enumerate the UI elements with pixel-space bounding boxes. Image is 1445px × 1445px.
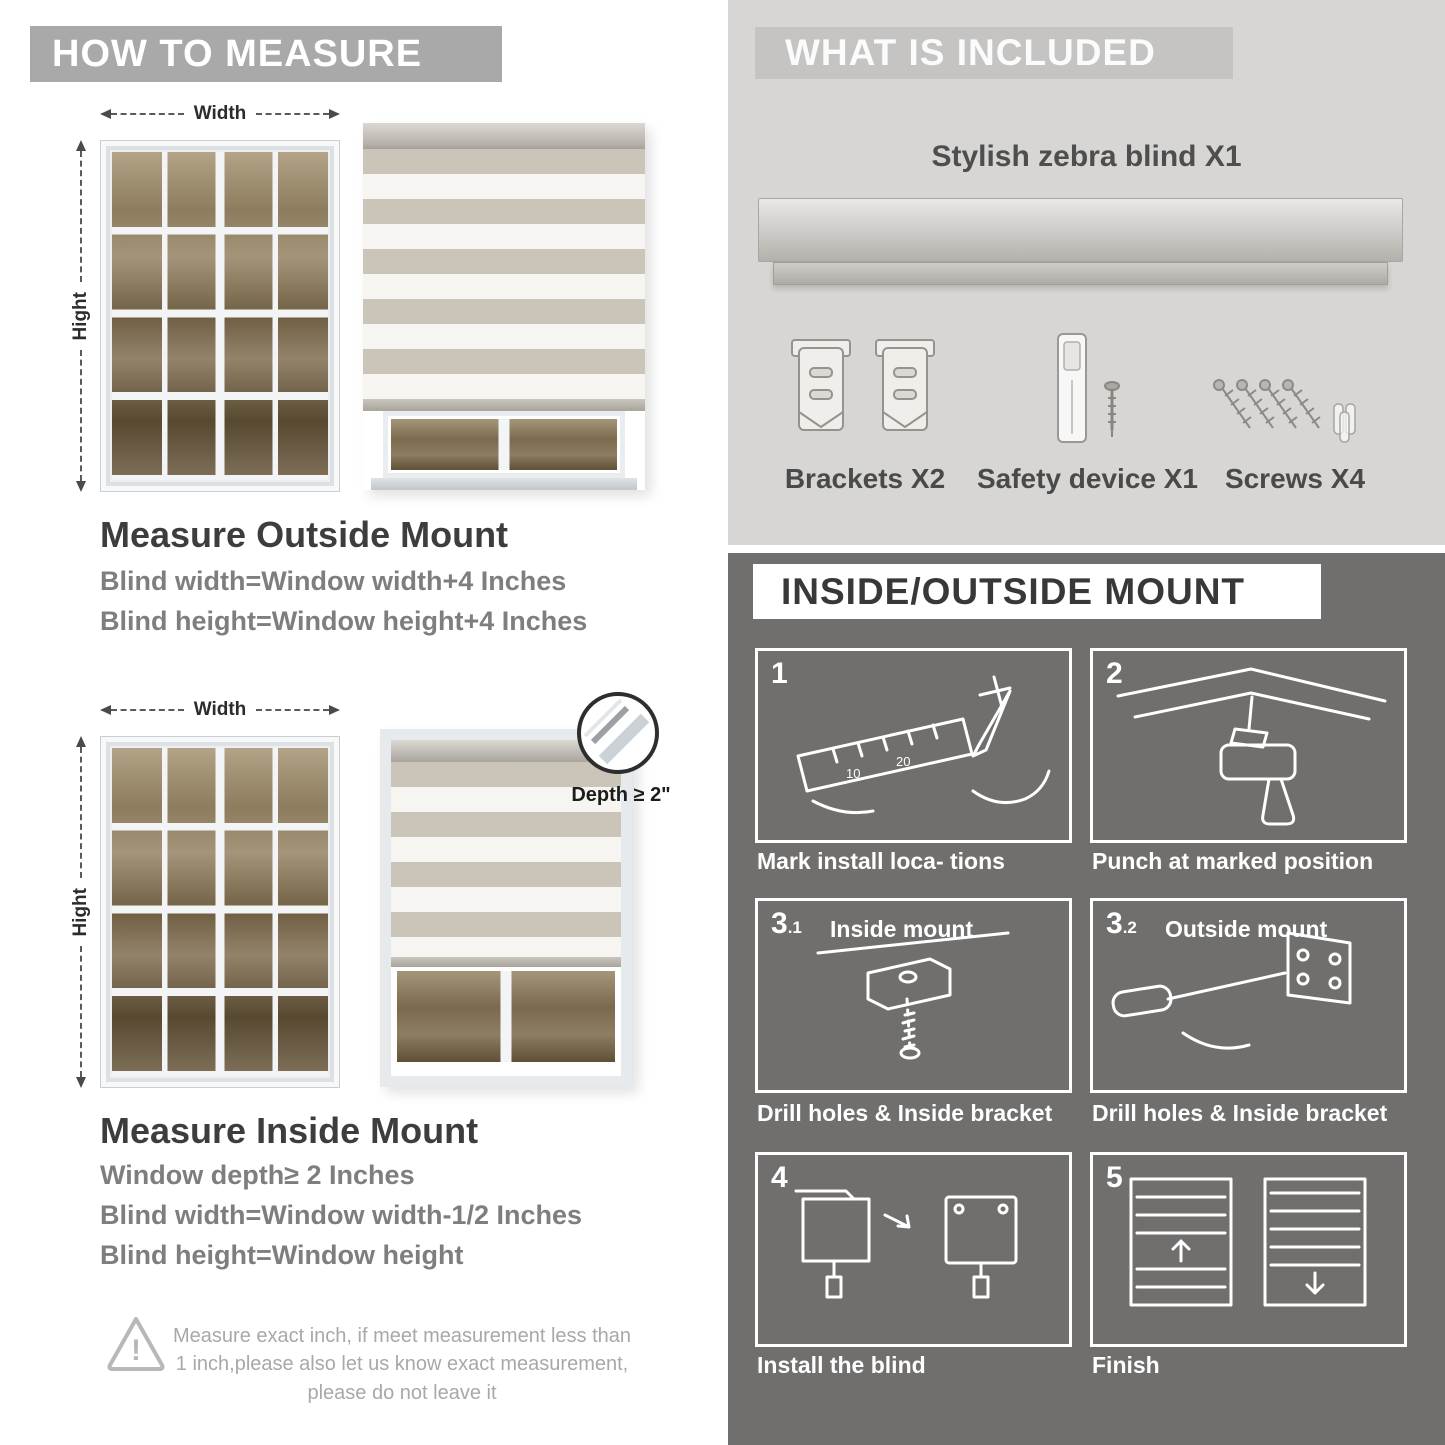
window-panes bbox=[112, 152, 328, 480]
screws-icon bbox=[1213, 379, 1356, 443]
how-to-measure-header: HOW TO MEASURE bbox=[30, 26, 502, 82]
step-number: 3.1 bbox=[771, 907, 802, 940]
zebra-blind-inside-illustration bbox=[380, 729, 632, 1087]
width-label: Width bbox=[193, 699, 247, 720]
outside-mount-title: Measure Outside Mount bbox=[100, 514, 509, 555]
install-blind-illustration bbox=[794, 1189, 1018, 1299]
safety-device-icon bbox=[1057, 333, 1120, 443]
inside-mount-title: Measure Inside Mount bbox=[100, 1110, 479, 1151]
arrow-up-icon bbox=[76, 140, 86, 151]
step-caption-4: Install the blind bbox=[757, 1352, 926, 1378]
inside-bracket-illustration bbox=[816, 931, 1010, 1060]
screws-label: Screws X4 bbox=[1224, 463, 1366, 494]
step-caption-1: Mark install loca- tions bbox=[757, 848, 1005, 874]
step-number: 3.2 bbox=[1106, 907, 1137, 940]
window-panes bbox=[112, 748, 328, 1076]
step-number: 5 bbox=[1106, 1161, 1123, 1194]
height-dimension: Hight bbox=[70, 140, 92, 493]
product-title: Stylish zebra blind X1 bbox=[931, 140, 1242, 173]
measure-warning-text: Measure exact inch, if meet measurement … bbox=[173, 1325, 631, 1404]
step-caption-2: Punch at marked position bbox=[1092, 848, 1374, 874]
svg-text:10: 10 bbox=[846, 766, 860, 781]
blind-bottom-rail bbox=[391, 957, 621, 967]
arrow-up-icon bbox=[76, 736, 86, 747]
drill-punch-illustration bbox=[1116, 667, 1387, 826]
step-number: 4 bbox=[771, 1161, 788, 1194]
step-caption-3-2: Drill holes & Inside bracket bbox=[1092, 1100, 1388, 1126]
width-dimension: Width bbox=[100, 103, 340, 124]
zebra-blind-valance-illustration bbox=[773, 262, 1388, 285]
arrow-down-icon bbox=[76, 481, 86, 493]
blind-stripes bbox=[391, 762, 621, 957]
arrow-left-icon bbox=[100, 109, 111, 119]
what-is-included-section: WHAT IS INCLUDED Stylish zebra blind X1 bbox=[728, 0, 1445, 545]
brackets-label: Brackets X2 bbox=[784, 463, 946, 494]
arrow-right-icon bbox=[329, 109, 340, 119]
finish-blinds-illustration bbox=[1129, 1177, 1367, 1307]
inside-outside-mount-section: INSIDE/OUTSIDE MOUNT 1 10 20 Mark instal… bbox=[728, 553, 1445, 1445]
step-box-2: 2 bbox=[1090, 648, 1407, 843]
height-label: Hight bbox=[70, 887, 91, 937]
mark-locations-illustration: 10 20 bbox=[796, 675, 1051, 815]
frame-corner-detail bbox=[583, 698, 650, 765]
step-caption-5: Finish bbox=[1092, 1352, 1160, 1378]
zebra-blind-outside-illustration bbox=[363, 123, 645, 490]
inside-outside-mount-header: INSIDE/OUTSIDE MOUNT bbox=[753, 564, 1321, 619]
step-box-5: 5 bbox=[1090, 1152, 1407, 1347]
arrow-down-icon bbox=[76, 1077, 86, 1089]
svg-text:20: 20 bbox=[896, 754, 910, 769]
window-under-blind bbox=[391, 967, 621, 1066]
outside-formula-height: Blind height=Window height+4 Inches bbox=[100, 606, 588, 636]
inside-formula-height: Blind height=Window height bbox=[100, 1240, 464, 1270]
svg-text:!: ! bbox=[131, 1334, 141, 1367]
step-number: 1 bbox=[771, 657, 788, 690]
blind-bottom-rail bbox=[363, 399, 645, 411]
height-label: Hight bbox=[70, 291, 91, 341]
safety-device-label: Safety device X1 bbox=[976, 463, 1199, 494]
step-box-3-1: 3.1 Inside mount bbox=[755, 898, 1072, 1093]
window-illustration-inside bbox=[100, 736, 340, 1088]
step-title: Inside mount bbox=[830, 916, 974, 942]
step-number: 2 bbox=[1106, 657, 1123, 690]
width-label: Width bbox=[193, 103, 247, 124]
warning-triangle-icon: ! bbox=[107, 1317, 165, 1371]
height-dimension-2: Hight bbox=[70, 736, 92, 1089]
inside-formula-depth: Window depth≥ 2 Inches bbox=[100, 1160, 415, 1190]
brackets-icon bbox=[791, 339, 935, 431]
blind-cassette bbox=[363, 123, 645, 149]
window-under-blind bbox=[383, 411, 625, 478]
blind-stripes bbox=[363, 149, 645, 399]
step-caption-3-1: Drill holes & Inside bracket bbox=[757, 1100, 1053, 1126]
window-illustration-outside bbox=[100, 140, 340, 492]
depth-callout-label: Depth ≥ 2" bbox=[571, 784, 671, 806]
step-box-3-2: 3.2 Outside mount bbox=[1090, 898, 1407, 1093]
step-box-4: 4 bbox=[755, 1152, 1072, 1347]
width-dimension-2: Width bbox=[100, 699, 340, 720]
arrow-left-icon bbox=[100, 705, 111, 715]
window-sill bbox=[371, 478, 637, 490]
blind-cassette bbox=[391, 740, 621, 762]
outside-bracket-illustration bbox=[1111, 931, 1352, 1050]
step-box-1: 1 10 20 bbox=[755, 648, 1072, 843]
depth-magnifier-icon bbox=[577, 692, 659, 774]
step-title: Outside mount bbox=[1165, 916, 1328, 942]
what-is-included-header: WHAT IS INCLUDED bbox=[755, 27, 1233, 79]
outside-formula-width: Blind width=Window width+4 Inches bbox=[100, 566, 567, 596]
zebra-blind-headrail-illustration bbox=[758, 198, 1403, 262]
arrow-right-icon bbox=[329, 705, 340, 715]
inside-formula-width: Blind width=Window width-1/2 Inches bbox=[100, 1200, 583, 1230]
